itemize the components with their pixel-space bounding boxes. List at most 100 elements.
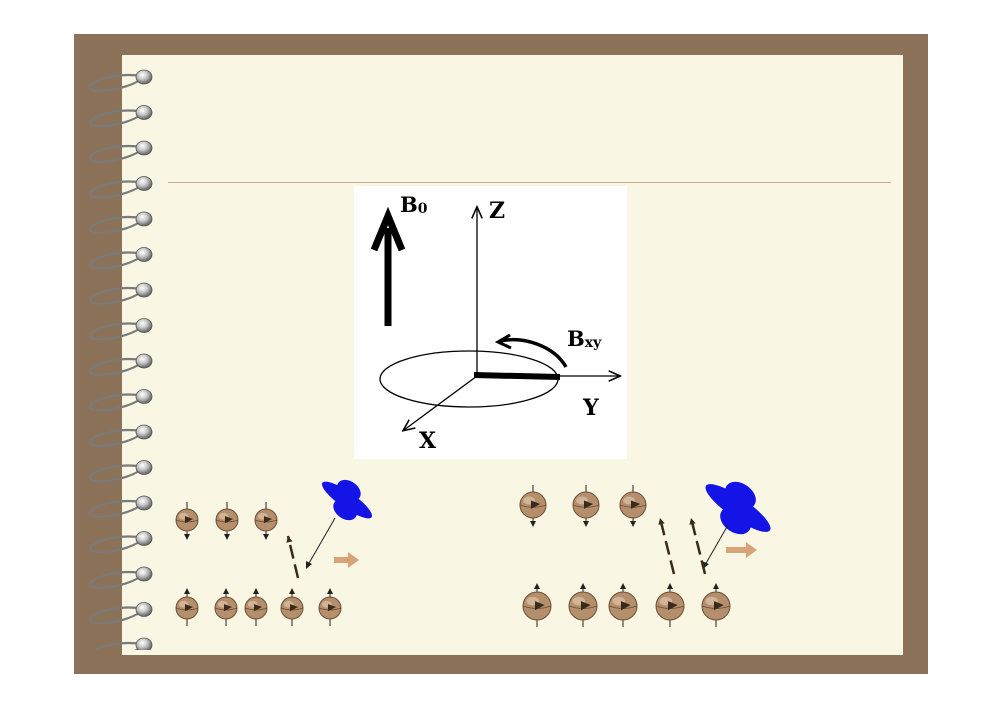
spin-arrowhead [620, 583, 626, 589]
spiral-hole [135, 389, 153, 404]
spin-particle [244, 588, 268, 626]
spiral-hole [135, 318, 153, 333]
flow-head [348, 552, 359, 568]
spiral-wire [88, 322, 143, 341]
right-spin-panel [519, 481, 771, 627]
bxy-label: Bxy [567, 326, 602, 351]
spin-particle [568, 583, 598, 627]
spiral-hole [135, 566, 153, 582]
spin-flip-arrow [286, 535, 300, 579]
z-label: Z [489, 198, 506, 224]
rotating-frame-diagram: B0 Z Bxy Y X [354, 186, 627, 459]
spiral-wire [88, 358, 143, 376]
spiral-hole [135, 140, 153, 156]
spiral-hole [135, 247, 153, 262]
spiral-hole [135, 495, 153, 511]
flip-dash [286, 535, 300, 579]
spiral-wire [88, 429, 143, 447]
spin-precession-arrow [621, 601, 631, 611]
spin-precession-arrow [225, 516, 234, 524]
spin-arrowhead [630, 521, 636, 527]
spiral-hole [135, 105, 153, 120]
spin-precession-arrow [224, 604, 233, 612]
spiral-wire [88, 251, 143, 270]
photon-ray-head [306, 561, 312, 569]
spiral-wire [88, 145, 143, 163]
spiral-wire [88, 287, 143, 305]
spiral-wire [88, 180, 143, 199]
spin-particle [655, 583, 685, 627]
b0-arrowhead [370, 206, 406, 252]
spiral-binding [88, 69, 153, 650]
energy-flow-arrow [726, 542, 757, 558]
spiral-wire [88, 74, 143, 92]
photon-lobe [720, 506, 751, 535]
diagram-graphic [370, 186, 627, 459]
spiral-hole [135, 424, 153, 440]
spin-precession-arrow [631, 500, 641, 509]
spin-arrowhead [184, 534, 190, 540]
flip-head [286, 536, 293, 543]
spiral-wire [88, 216, 143, 234]
flip-dash [689, 517, 707, 575]
spin-particle [572, 485, 600, 527]
spiral-hole [135, 531, 153, 546]
spiral-hole [135, 353, 153, 369]
b0-label: B0 [400, 192, 428, 217]
spin-precession-arrow [290, 604, 299, 612]
spin-precession-arrow [535, 601, 545, 611]
spiral-hole [135, 176, 153, 191]
spin-arrowhead [253, 588, 259, 594]
photon-lobe [337, 479, 361, 501]
spin-arrowhead [534, 583, 540, 589]
spiral-wire [92, 642, 143, 650]
spiral-hole [135, 602, 153, 617]
spin-arrowhead [713, 583, 719, 589]
spin-precession-arrow [714, 601, 724, 611]
photon-lobe [705, 484, 771, 532]
spiral-wire [88, 464, 143, 483]
spin-particle [214, 588, 238, 626]
spin-arrowhead [580, 583, 586, 589]
spin-particle [608, 583, 638, 627]
spin-particle [175, 502, 199, 540]
flow-shaft [334, 557, 348, 563]
spin-particle [215, 502, 239, 540]
spin-precession-arrow [264, 516, 273, 524]
spin-precession-arrow [668, 601, 678, 611]
spin-particle [280, 588, 304, 626]
spin-particle [519, 485, 547, 527]
left-spin-panel [175, 479, 372, 626]
spin-particle [522, 583, 552, 627]
spin-precession-arrow [185, 604, 194, 612]
flip-head [689, 518, 696, 525]
spin-precession-arrow [254, 604, 263, 612]
spin-arrowhead [184, 588, 190, 594]
spin-arrowhead [223, 588, 229, 594]
spiral-wire [88, 535, 143, 554]
spiral-hole [135, 282, 153, 298]
spiral-wire [88, 571, 143, 589]
spin-flip-arrow [658, 517, 676, 575]
spin-particle [701, 583, 731, 627]
flip-dash [658, 517, 676, 575]
spin-arrowhead [289, 588, 295, 594]
spin-flip-arrow [689, 517, 707, 575]
photon-lobe [322, 481, 372, 519]
spin-particle [175, 588, 199, 626]
spiral-wire [88, 606, 143, 625]
flip-head [658, 518, 665, 525]
bxy-vector [473, 372, 561, 380]
spiral-hole [135, 69, 153, 85]
spiral-hole [135, 460, 153, 475]
spiral-wire [88, 393, 143, 412]
rf-photon [705, 481, 771, 535]
flow-head [746, 542, 757, 558]
spin-particle [318, 588, 342, 626]
rotation-arc [499, 338, 568, 368]
spin-particle [254, 502, 278, 540]
spin-arrowhead [583, 521, 589, 527]
spin-arrowhead [327, 588, 333, 594]
rf-photon [322, 479, 372, 521]
spin-particle [619, 485, 647, 527]
